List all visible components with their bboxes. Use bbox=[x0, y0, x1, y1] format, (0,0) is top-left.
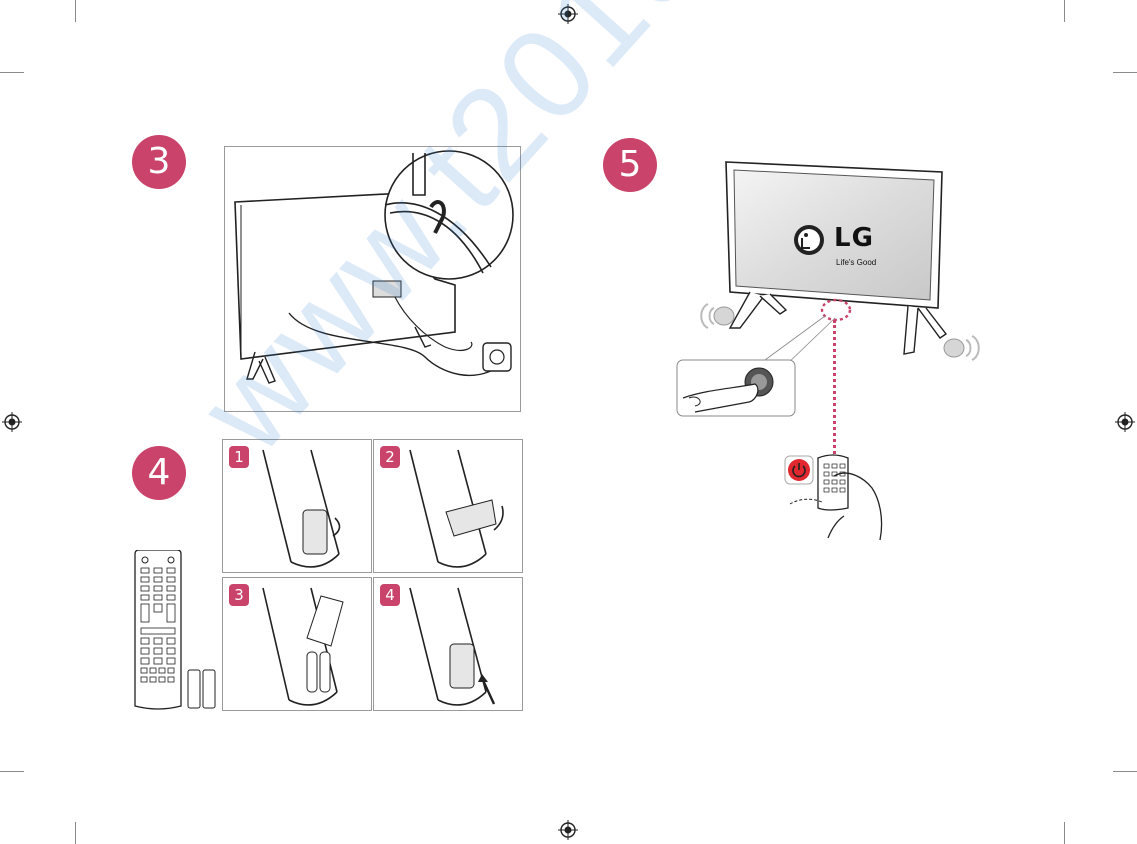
registration-mark-icon bbox=[2, 412, 22, 432]
lg-tagline: Life's Good bbox=[836, 258, 877, 267]
lg-logo-text: LG bbox=[834, 223, 874, 253]
battery-step-2: 2 bbox=[373, 439, 523, 573]
crop-mark bbox=[75, 0, 76, 22]
substep-1-badge: 1 bbox=[229, 446, 249, 468]
crop-mark bbox=[1064, 822, 1065, 844]
registration-mark-icon bbox=[1115, 412, 1135, 432]
remote-control-illustration bbox=[134, 550, 216, 710]
substep-2-badge: 2 bbox=[380, 446, 400, 468]
step-3-badge: 3 bbox=[132, 135, 186, 189]
step-5-badge: 5 bbox=[603, 138, 657, 192]
pointing-hand-icon bbox=[789, 454, 883, 541]
crop-mark bbox=[0, 72, 24, 73]
crop-mark bbox=[0, 771, 24, 772]
substep-3-badge: 3 bbox=[229, 584, 249, 606]
tv-front-illustration bbox=[725, 161, 948, 355]
registration-mark-icon bbox=[558, 4, 578, 24]
crop-mark bbox=[1113, 72, 1137, 73]
crop-mark bbox=[1064, 0, 1065, 22]
joystick-zoom-inset bbox=[676, 315, 836, 417]
speaker-sound-icon bbox=[700, 303, 735, 329]
ir-signal-dots bbox=[833, 320, 836, 460]
crop-mark bbox=[1113, 771, 1137, 772]
speaker-sound-icon bbox=[943, 335, 980, 361]
battery-step-3: 3 bbox=[222, 577, 372, 711]
power-icon bbox=[784, 455, 814, 485]
step-3-cable-illustration bbox=[224, 146, 521, 412]
substep-4-badge: 4 bbox=[380, 584, 400, 606]
battery-step-4: 4 bbox=[373, 577, 523, 711]
crop-mark bbox=[75, 822, 76, 844]
battery-step-1: 1 bbox=[222, 439, 372, 573]
step-4-badge: 4 bbox=[132, 446, 186, 500]
registration-mark-icon bbox=[558, 820, 578, 840]
